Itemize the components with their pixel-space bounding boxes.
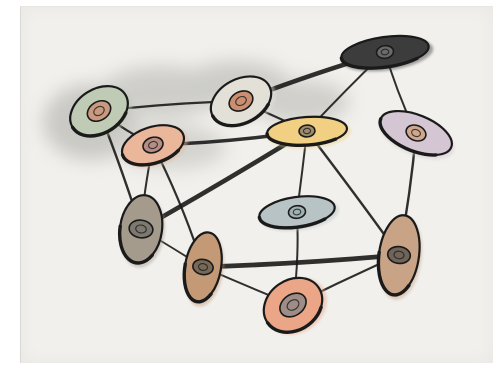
disc-hub: [279, 292, 307, 318]
disc-hub-core: [292, 208, 302, 216]
disc-hub: [228, 90, 254, 112]
disc-ink-accent: [376, 250, 411, 297]
disc-hub-core: [148, 140, 158, 150]
disc-hub-core: [393, 250, 405, 260]
disc-hub-core: [135, 224, 147, 234]
node-disc-icon: [69, 85, 133, 139]
disc-ink-accent: [182, 262, 213, 304]
disc-ink-accent: [211, 102, 270, 128]
disc-hub: [128, 219, 154, 239]
disc-hub-core: [380, 48, 390, 56]
sketch-paper: [20, 6, 493, 363]
disc-ink-accent: [265, 132, 338, 148]
node-disc-icon: [378, 109, 455, 160]
disc-ink-accent: [117, 224, 154, 265]
node-disc-icon: [117, 194, 165, 268]
connector-line: [200, 252, 402, 270]
disc-hub-core: [197, 263, 209, 271]
disc-hub: [86, 99, 112, 123]
disc-hub-core: [302, 127, 312, 135]
disc-ink-accent: [257, 215, 327, 230]
node-disc-icon: [262, 276, 327, 335]
disc-hub: [192, 258, 214, 276]
node-disc-icon: [257, 195, 339, 232]
disc-ink-accent: [378, 117, 438, 157]
disc-hub: [298, 124, 316, 138]
disc-hub-core: [411, 128, 421, 138]
disc-ink-accent: [71, 111, 128, 138]
node-disc-icon: [209, 75, 276, 129]
disc-hub: [142, 136, 164, 154]
disc-hub: [287, 204, 307, 220]
disc-hub: [405, 124, 427, 142]
disc-hub-core: [235, 95, 247, 107]
disc-ink-accent: [120, 148, 181, 167]
network-sketch: [43, 34, 455, 335]
disc-ink-accent: [339, 56, 419, 70]
disc-hub-core: [93, 105, 105, 117]
nodes-layer: [69, 34, 455, 335]
node-disc-icon: [339, 34, 434, 72]
node-disc-icon: [182, 231, 225, 307]
disc-hub-core: [286, 299, 300, 311]
node-disc-icon: [265, 115, 352, 149]
disc-ink-accent: [265, 305, 323, 334]
node-disc-icon: [376, 214, 423, 300]
disc-hub: [375, 44, 395, 60]
disc-hub: [386, 245, 412, 265]
node-disc-icon: [120, 124, 189, 168]
